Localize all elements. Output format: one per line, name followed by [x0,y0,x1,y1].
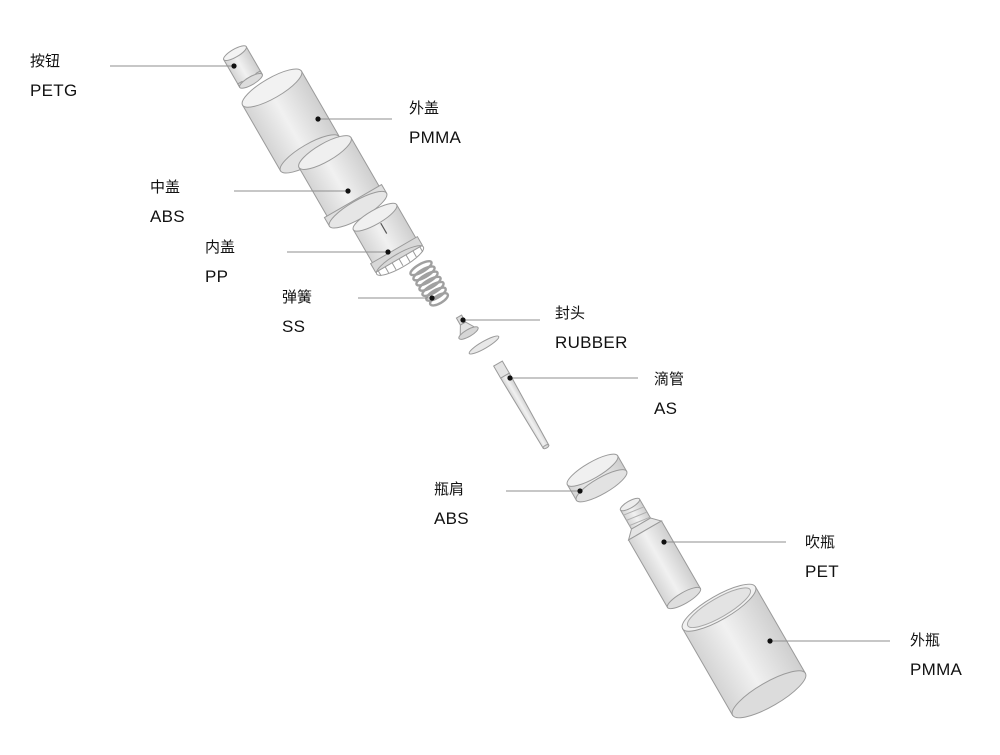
dot-seal [460,317,466,323]
label-inner-bottle: 吹瓶 PET [805,535,839,580]
part-name: 弹簧 [282,289,313,306]
part-name: 中盖 [150,179,181,196]
label-outer-cap: 外盖 PMMA [409,101,461,146]
leader-dots [231,63,773,644]
dot-inner-bottle [661,539,667,545]
label-seal: 封头 RUBBER [555,306,628,351]
part-name: 外盖 [409,100,440,117]
seal-washer-part [468,335,500,355]
spring-part [409,260,450,307]
label-inner-cap: 内盖 PP [205,240,235,285]
part-material: AS [654,399,678,418]
part-material: PP [205,267,229,286]
part-material: SS [282,317,306,336]
outer-bottle-part [681,583,807,719]
part-material: PMMA [409,128,462,147]
button-part [223,45,263,89]
dot-outer-bottle [767,638,773,644]
part-name: 内盖 [205,239,236,256]
part-material: ABS [434,509,469,528]
part-name: 滴管 [654,371,685,388]
label-middle-cap: 中盖 ABS [150,180,185,225]
part-material: PET [805,562,839,581]
dot-button [231,63,237,69]
middle-cap-part [298,135,388,229]
dot-dropper [507,375,513,381]
dot-outer-cap [315,116,321,122]
part-material: PMMA [910,660,963,679]
label-shoulder: 瓶肩 ABS [434,482,469,527]
label-outer-bottle: 外瓶 PMMA [910,633,962,678]
dot-middle-cap [345,188,351,194]
label-button: 按钮 PETG [30,54,78,99]
label-dropper: 滴管 AS [654,372,684,417]
shoulder-part [566,453,628,503]
inner-bottle-part [619,497,702,610]
dot-shoulder [577,488,583,494]
part-name: 封头 [555,305,586,322]
label-spring: 弹簧 SS [282,290,312,335]
dot-inner-cap [385,249,391,255]
seal-part [455,314,479,340]
part-material: PETG [30,81,78,100]
part-material: ABS [150,207,185,226]
dropper-part [492,360,550,450]
leader-lines [110,65,890,642]
part-name: 外瓶 [910,632,941,649]
dot-spring [429,295,435,301]
part-material: RUBBER [555,333,628,352]
part-name: 瓶肩 [434,481,465,498]
inner-cap-part [352,202,425,277]
part-name: 吹瓶 [805,534,836,551]
part-name: 按钮 [30,53,61,70]
